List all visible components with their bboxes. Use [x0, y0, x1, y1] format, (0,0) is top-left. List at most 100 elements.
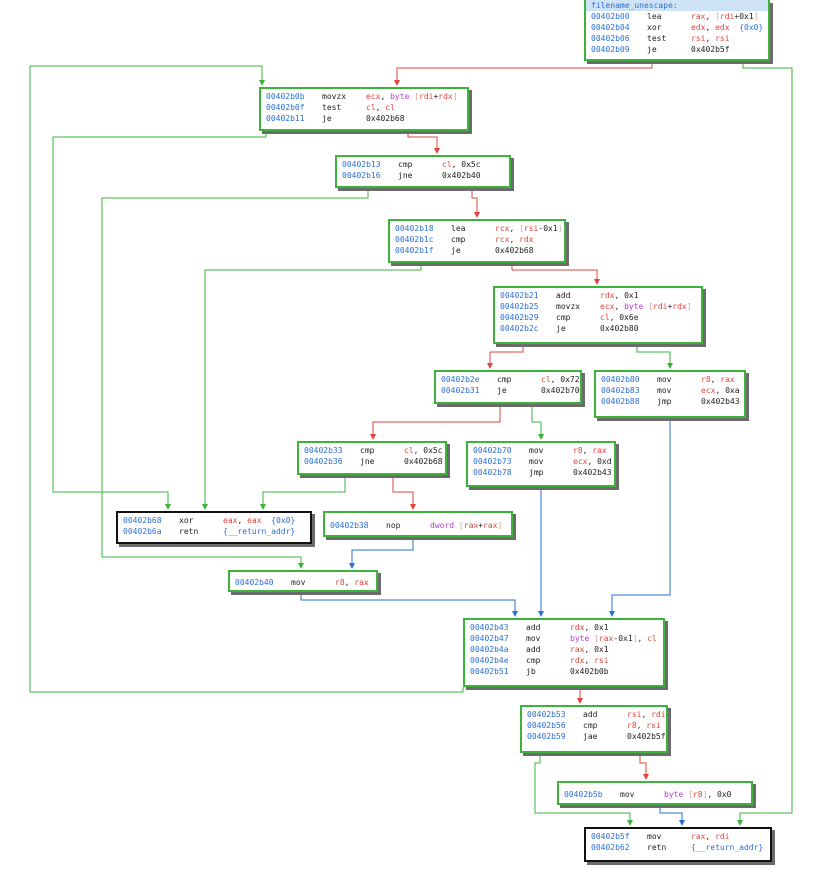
instruction-address[interactable]: 00402b73: [473, 457, 512, 466]
operand-token[interactable]: rdx: [438, 92, 453, 101]
operand-token[interactable]: cl: [541, 375, 551, 384]
instruction-address[interactable]: 00402b2e: [441, 375, 480, 384]
instruction-address[interactable]: 00402b33: [304, 446, 343, 455]
operand-token[interactable]: rdi: [653, 302, 668, 311]
operand-token[interactable]: edx: [691, 23, 706, 32]
operand-token[interactable]: cl: [442, 160, 452, 169]
instruction-address[interactable]: 00402b6a: [123, 527, 162, 536]
operand-token[interactable]: rax: [483, 521, 498, 530]
instruction-address[interactable]: 00402b53: [527, 710, 566, 719]
instruction-address[interactable]: 00402b47: [470, 634, 509, 643]
instruction-address[interactable]: 00402b2c: [500, 324, 539, 333]
instruction-address[interactable]: 00402b70: [473, 446, 512, 455]
operand-token[interactable]: rdx: [519, 235, 534, 244]
operand-token[interactable]: r8: [627, 721, 637, 730]
operand-token[interactable]: rdi: [715, 832, 730, 841]
instruction-address[interactable]: 00402b80: [601, 375, 640, 384]
instruction-address[interactable]: 00402b0f: [266, 103, 305, 112]
instruction-address[interactable]: 00402b78: [473, 468, 512, 477]
operand-token[interactable]: ecx: [573, 457, 588, 466]
instruction-address[interactable]: 00402b1f: [395, 246, 434, 255]
instruction-address[interactable]: 00402b21: [500, 291, 539, 300]
operand-token[interactable]: rsi: [594, 656, 609, 665]
operand-token[interactable]: rax: [570, 645, 585, 654]
operand-token[interactable]: eax: [247, 516, 262, 525]
instruction-address[interactable]: 00402b18: [395, 224, 434, 233]
operand-token[interactable]: rdx: [672, 302, 687, 311]
instruction-address[interactable]: 00402b62: [591, 843, 630, 852]
instruction-address[interactable]: 00402b56: [527, 721, 566, 730]
operand-token[interactable]: ecx: [366, 92, 381, 101]
operand-token[interactable]: cl: [366, 103, 376, 112]
operand-token[interactable]: cl: [647, 634, 657, 643]
instruction-address[interactable]: 00402b36: [304, 457, 343, 466]
instruction-address[interactable]: 00402b31: [441, 386, 480, 395]
operand-token[interactable]: rsi: [646, 721, 661, 730]
operand-token[interactable]: rax: [592, 446, 607, 455]
operand-token[interactable]: rcx: [495, 224, 510, 233]
operand-token[interactable]: rsi: [523, 224, 539, 233]
operand-token[interactable]: rax: [354, 578, 369, 587]
instruction-address[interactable]: 00402b59: [527, 732, 566, 741]
operand-token[interactable]: rsi: [691, 34, 706, 43]
instruction-address[interactable]: 00402b5b: [564, 790, 603, 799]
operand-token[interactable]: rax: [463, 521, 479, 530]
operand-token[interactable]: rax: [720, 375, 735, 384]
instruction-address[interactable]: 00402b16: [342, 171, 381, 180]
operand-token[interactable]: ecx: [701, 386, 716, 395]
instruction-address[interactable]: 00402b00: [591, 12, 630, 21]
instruction-address[interactable]: 00402b13: [342, 160, 381, 169]
operand-token[interactable]: rax: [691, 12, 706, 21]
instruction-address[interactable]: 00402b4e: [470, 656, 509, 665]
operand-token[interactable]: rsi: [627, 710, 642, 719]
instruction-address[interactable]: 00402b1c: [395, 235, 434, 244]
instruction-address[interactable]: 00402b11: [266, 114, 305, 123]
instruction-address[interactable]: 00402b29: [500, 313, 539, 322]
operand-token[interactable]: r8: [335, 578, 345, 587]
instruction-address[interactable]: 00402b40: [235, 578, 274, 587]
instruction-address[interactable]: 00402b5f: [591, 832, 630, 841]
instruction-address[interactable]: 00402b25: [500, 302, 539, 311]
instruction-address[interactable]: 00402b88: [601, 397, 640, 406]
operand-token[interactable]: rdx: [570, 623, 585, 632]
operand-token[interactable]: rax: [691, 832, 706, 841]
instruction-address[interactable]: 00402b83: [601, 386, 640, 395]
